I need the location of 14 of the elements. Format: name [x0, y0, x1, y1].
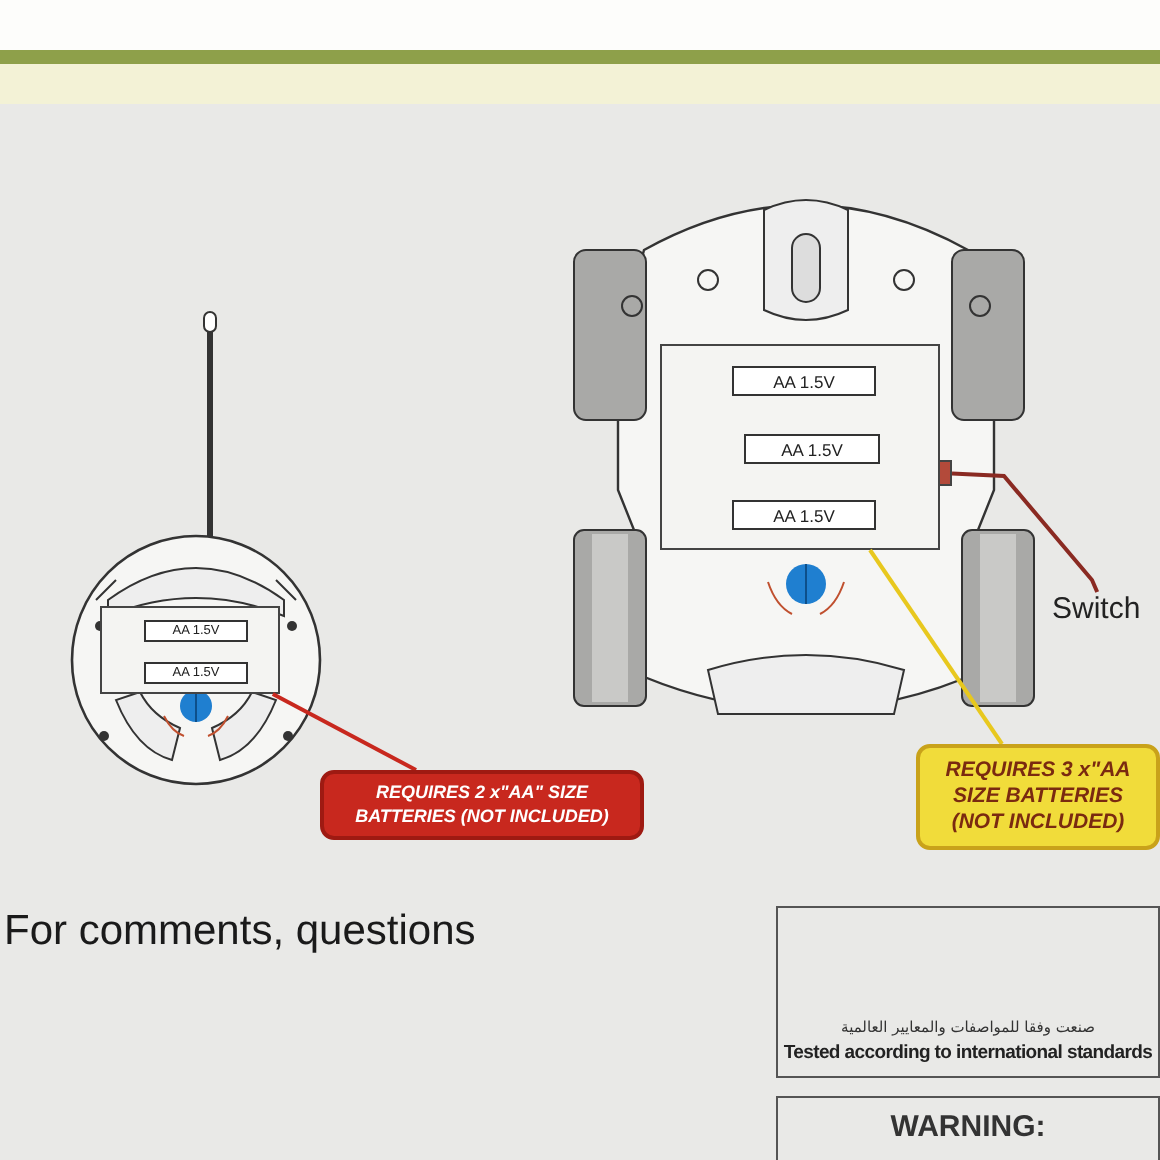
certification-box: [776, 906, 1160, 1078]
certification-note: Tested according to international standards: [783, 1042, 1153, 1064]
callout-label: REQUIRES 3 x"AA SIZE BATTERIES (NOT INCLUDED): [916, 744, 1160, 850]
battery-label: AA 1.5V: [732, 500, 876, 530]
power-switch: [938, 460, 952, 486]
contact-note: For comments, questions: [4, 908, 478, 958]
leader-line: [951, 471, 1100, 593]
battery-label: AA 1.5V: [732, 366, 876, 396]
leader-line: [271, 692, 417, 772]
switch-label: Switch: [1052, 592, 1160, 632]
warning-box: WARNING:: [776, 1096, 1160, 1160]
callout-label: REQUIRES 2 x"AA" SIZE BATTERIES (NOT INCLUDED): [320, 770, 644, 840]
leader-line: [868, 548, 1004, 746]
battery-label: AA 1.5V: [744, 434, 880, 464]
